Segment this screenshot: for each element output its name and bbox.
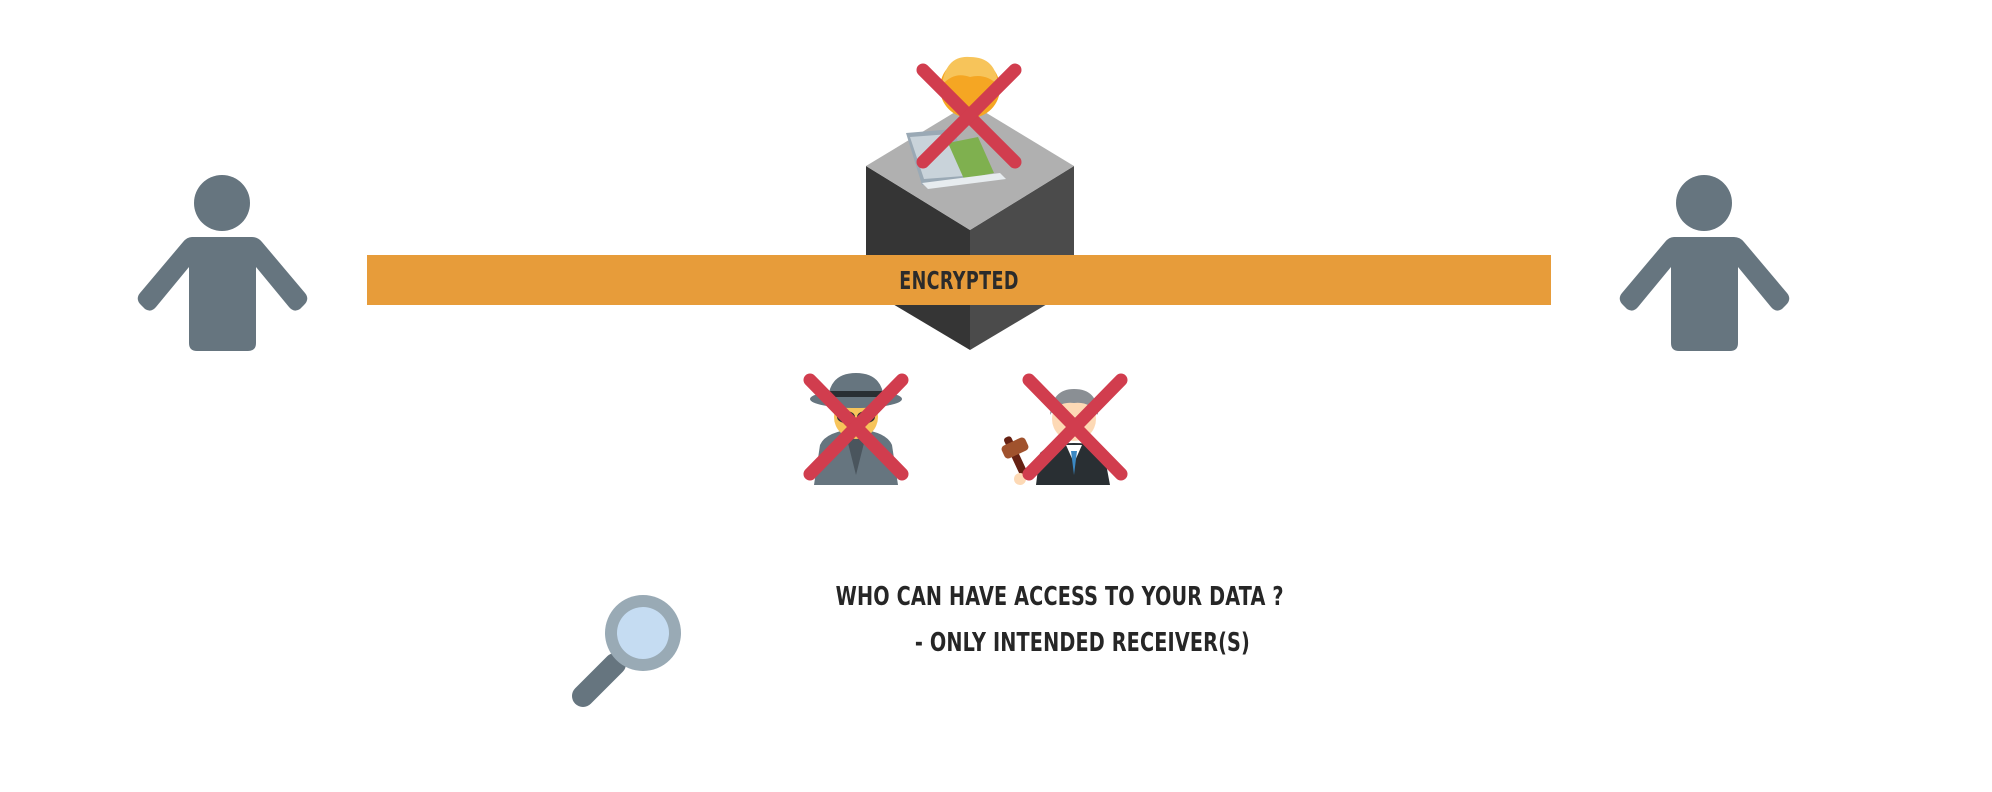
access-caption: WHO CAN HAVE ACCESS TO YOUR DATA ? - ONL… bbox=[690, 574, 1284, 666]
receiver-person-icon bbox=[1619, 175, 1790, 353]
access-answer: - ONLY INTENDED RECEIVER(S) bbox=[914, 628, 1250, 658]
magnifying-glass-icon bbox=[563, 592, 688, 717]
encrypted-channel-bar: ENCRYPTED bbox=[367, 255, 1551, 305]
blocked-judge-icon bbox=[1021, 372, 1129, 482]
access-question: WHO CAN HAVE ACCESS TO YOUR DATA ? bbox=[835, 582, 1284, 612]
sender-person-icon bbox=[137, 175, 308, 353]
blocked-provider-icon bbox=[915, 62, 1023, 170]
blocked-spy-icon bbox=[802, 372, 910, 482]
encrypted-label: ENCRYPTED bbox=[899, 265, 1019, 295]
